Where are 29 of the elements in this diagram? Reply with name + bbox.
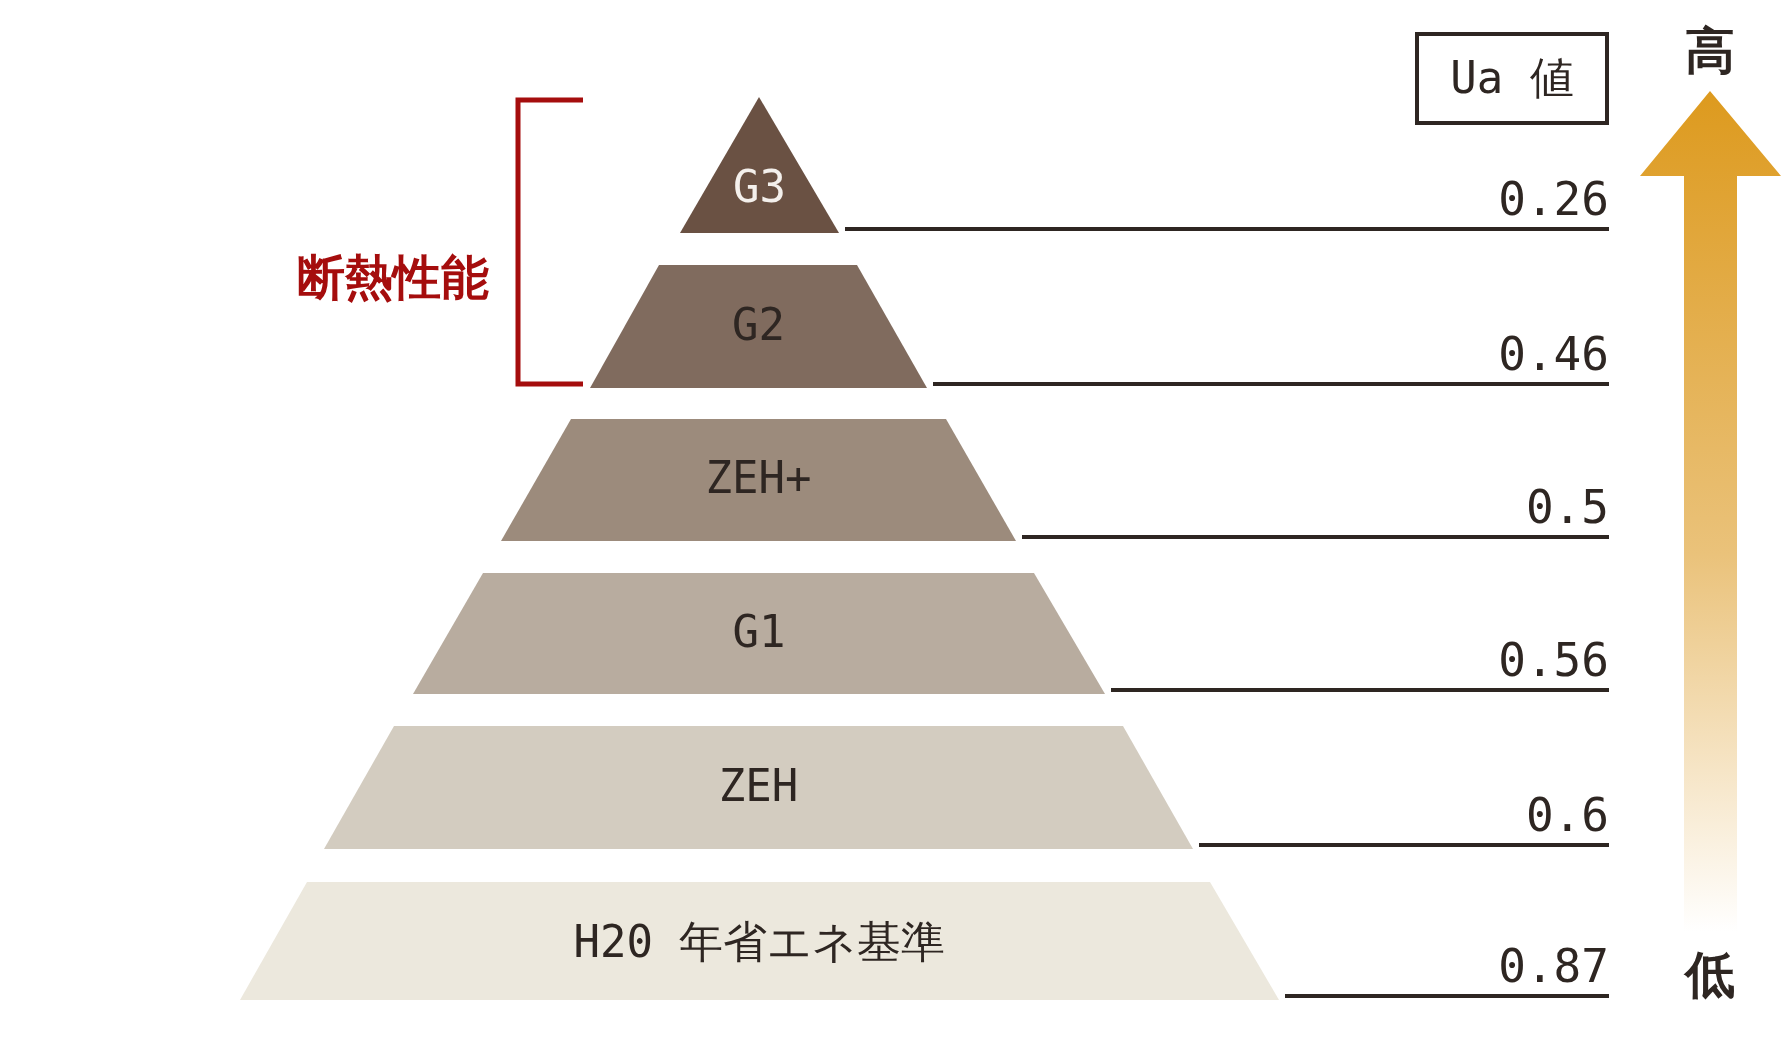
ua-value: 0.26 bbox=[1498, 171, 1609, 231]
header-label: Ua 値 bbox=[1450, 51, 1574, 105]
pyramid-level bbox=[590, 265, 927, 388]
connector-line bbox=[933, 382, 1498, 386]
scale-low-label: 低 bbox=[1683, 945, 1736, 1006]
level-label: H20 年省エネ基準 bbox=[572, 915, 947, 969]
bracket-label: 断熱性能 bbox=[297, 248, 489, 307]
ua-value: 0.87 bbox=[1498, 938, 1609, 998]
level-label: G1 bbox=[731, 605, 787, 657]
level-label: G2 bbox=[731, 298, 786, 350]
level-label: ZEH bbox=[717, 759, 800, 811]
ua-value: 0.6 bbox=[1525, 787, 1609, 847]
scale-high-label: 高 bbox=[1684, 21, 1736, 82]
pyramid-level bbox=[413, 573, 1105, 694]
level-label: ZEH+ bbox=[704, 452, 813, 503]
ua-value: 0.5 bbox=[1525, 479, 1609, 539]
pyramid-tip bbox=[680, 97, 839, 233]
connector-line bbox=[1199, 843, 1526, 847]
connector-line bbox=[1022, 535, 1526, 539]
pyramid-level bbox=[324, 726, 1193, 849]
connector-line bbox=[1285, 994, 1498, 998]
level-label: G3 bbox=[732, 160, 787, 212]
header-box bbox=[1415, 32, 1609, 125]
connector-line bbox=[1111, 688, 1498, 692]
ua-value: 0.56 bbox=[1498, 632, 1609, 692]
pyramid-level bbox=[501, 419, 1016, 541]
pyramid-level bbox=[240, 882, 1279, 1000]
ua-value: 0.46 bbox=[1498, 326, 1609, 386]
connector-line bbox=[845, 227, 1498, 231]
